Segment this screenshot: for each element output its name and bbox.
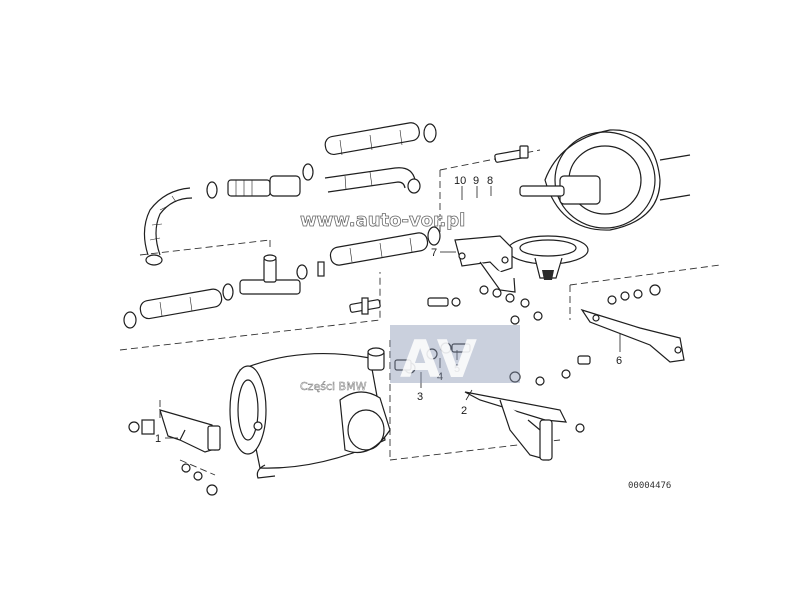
small-fittings	[128, 145, 661, 496]
upper-vacuum-hose-assembly	[143, 122, 437, 266]
bracket-2	[464, 391, 568, 461]
callout-6: 6	[616, 355, 622, 367]
callout-3: 3	[417, 391, 423, 403]
callout-9: 9	[473, 175, 479, 187]
callout-2: 2	[461, 405, 467, 417]
callout-labels: 1 2 3 4 5 6 7 8 9 10	[155, 175, 622, 445]
vacuum-reservoir-lower	[229, 347, 412, 479]
callout-1: 1	[155, 433, 161, 445]
bracket-6	[580, 308, 685, 363]
bracket-7	[454, 235, 516, 293]
bracket-1	[159, 409, 221, 453]
watermark-logo-text: AV	[400, 330, 477, 390]
watermark-caption: Części BMW	[300, 380, 367, 393]
lower-vacuum-hose-assembly	[123, 226, 441, 329]
watermark-url: www.auto-vor.pl	[300, 210, 465, 231]
vacuum-booster-upper	[507, 129, 691, 280]
callout-8: 8	[487, 175, 493, 187]
callout-5: 5	[454, 363, 460, 375]
callout-4: 4	[437, 371, 443, 383]
watermark: AV www.auto-vor.pl Części BMW	[300, 210, 520, 393]
callout-10: 10	[454, 175, 466, 187]
watermark-logo-box	[390, 325, 520, 383]
callout-7: 7	[431, 247, 437, 259]
document-number: 00004476	[628, 481, 671, 491]
group-outline-lines	[119, 149, 721, 476]
